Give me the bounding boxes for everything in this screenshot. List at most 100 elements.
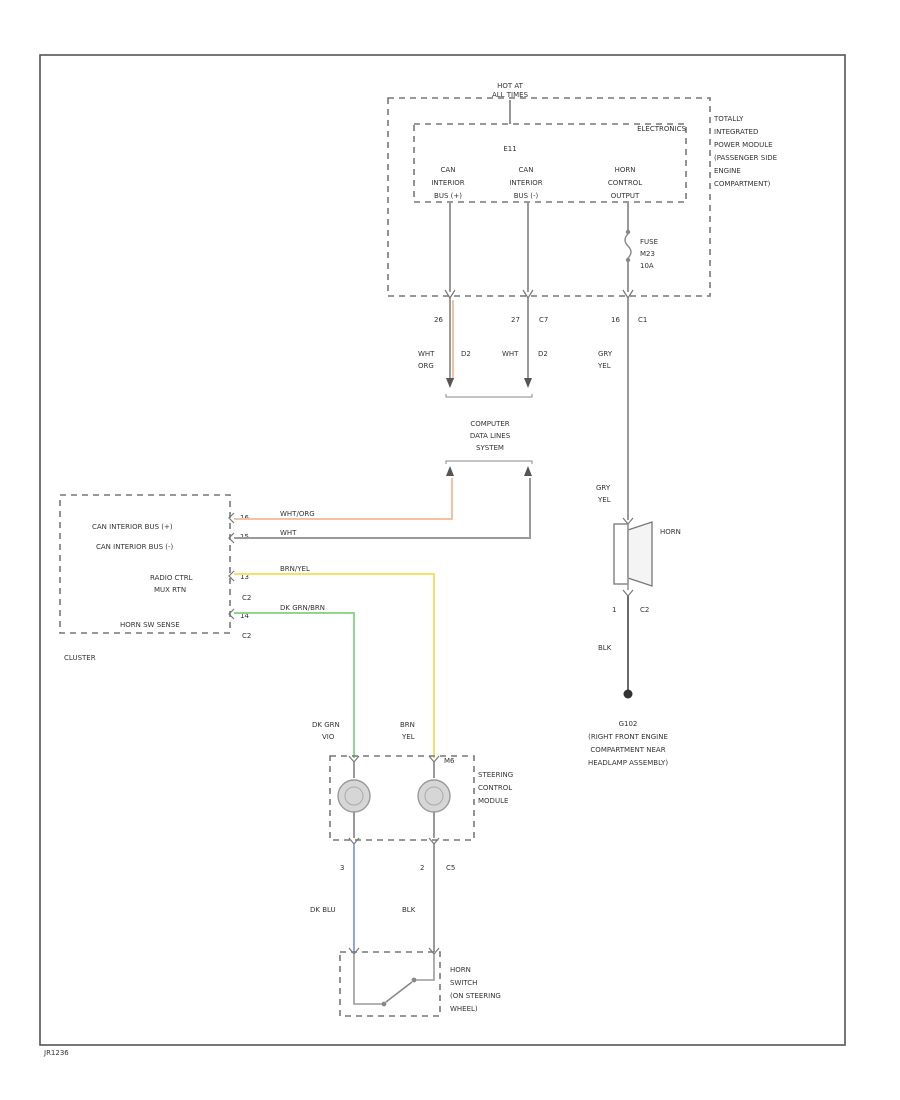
can-plus-internal-2: INTERIOR <box>431 179 464 187</box>
hs-blade <box>385 981 413 1003</box>
can-minus-internal-3: BUS (-) <box>514 192 539 200</box>
sc-m6: M6 <box>444 757 455 765</box>
hs-contact-left <box>381 1001 387 1007</box>
cluster-box <box>59 494 231 634</box>
data-arrow-down-right <box>524 378 532 388</box>
cluster-can-plus: CAN INTERIOR BUS (+) <box>92 523 173 531</box>
wire-label-wht-org: WHT/ORG <box>280 510 315 518</box>
cluster-radio-1: RADIO CTRL <box>150 574 193 582</box>
can-minus-internal-2: INTERIOR <box>509 179 542 187</box>
horn-gry-yel-2: YEL <box>597 496 611 504</box>
sc-pin-left-bottom <box>348 837 360 845</box>
cluster-pin-13: 13 <box>240 573 249 581</box>
pin-27-label: 27 <box>511 316 520 324</box>
horn-ctrl-1: HORN <box>615 166 636 174</box>
computer-label-2: DATA LINES <box>470 432 511 440</box>
computer-label-3: SYSTEM <box>476 444 504 452</box>
diagram-frame <box>39 54 846 1046</box>
cluster-c2b: C2 <box>242 632 251 640</box>
horn-c2: C2 <box>640 606 649 614</box>
sc-brn-yel-2: YEL <box>401 733 415 741</box>
pin-16-label: 16 <box>611 316 620 324</box>
pin-26-label: 26 <box>434 316 443 324</box>
computer-label-1: COMPUTER <box>470 420 509 428</box>
tipm-name-4: (PASSENGER SIDE <box>714 154 777 162</box>
horn-pin-1: 1 <box>612 606 616 614</box>
steering-module-box <box>329 755 475 841</box>
horn-gry-yel-1: GRY <box>596 484 611 492</box>
sc-switch-left-inner <box>344 786 364 806</box>
sc-switch-right <box>417 779 451 813</box>
hs-name-2: SWITCH <box>450 979 477 987</box>
hot-label: HOT AT <box>497 82 524 90</box>
wire-dk-grn-brn <box>234 612 355 758</box>
wht-label: WHT <box>502 350 519 358</box>
wire-brn-yel <box>234 573 435 758</box>
gry-yel-label-2: YEL <box>597 362 611 370</box>
d2b-label: D2 <box>538 350 548 358</box>
cluster-connector-1 <box>228 512 235 524</box>
fuse-terminal-top <box>625 229 631 235</box>
ground-label-2: (RIGHT FRONT ENGINE <box>588 733 668 741</box>
sc-dk-grn-2: VIO <box>322 733 335 741</box>
cluster-radio-2: MUX RTN <box>154 586 186 594</box>
ground-label-4: HEADLAMP ASSEMBLY) <box>588 759 668 767</box>
cluster-pin-14: 14 <box>240 612 249 620</box>
hs-name-3: (ON STEERING <box>450 992 501 1000</box>
hs-right-wire <box>416 954 435 981</box>
cluster-label: CLUSTER <box>64 654 96 662</box>
fuse-label-2: M23 <box>640 250 655 258</box>
sc-brn-yel-1: BRN <box>400 721 415 729</box>
dk-blu-label: DK BLU <box>310 906 336 914</box>
fuse-symbol <box>624 233 632 259</box>
sc-pin-2: 2 <box>420 864 424 872</box>
tipm-name-2: INTEGRATED <box>714 128 758 136</box>
fuse-terminal-bottom <box>625 257 631 263</box>
wht-org-label-1: WHT <box>418 350 435 358</box>
wire-label-wht: WHT <box>280 529 297 537</box>
can-plus-internal-3: BUS (+) <box>434 192 462 200</box>
horn-label: HORN <box>660 528 681 536</box>
tipm-name-3: POWER MODULE <box>714 141 773 149</box>
tipm-box <box>387 97 711 297</box>
tipm-name-1: TOTALLY <box>713 115 744 123</box>
horn-body <box>613 523 629 585</box>
data-bracket <box>445 394 533 398</box>
cluster-connector-4 <box>228 608 235 620</box>
sc-name-3: MODULE <box>478 797 508 805</box>
wht-org-label-2: ORG <box>418 362 434 370</box>
sc-name-1: STEERING <box>478 771 513 779</box>
horn-blk-label: BLK <box>598 644 612 652</box>
wire-wht-org-cluster <box>234 478 453 520</box>
blk-label: BLK <box>402 906 416 914</box>
d2-label: D2 <box>461 350 471 358</box>
horn-switch-box <box>339 951 441 1017</box>
wire-label-dk-grn-brn: DK GRN/BRN <box>280 604 325 612</box>
c7-label: C7 <box>539 316 548 324</box>
ground-point <box>623 689 633 699</box>
hs-name-4: WHEEL) <box>450 1005 478 1013</box>
sc-pin-3: 3 <box>340 864 344 872</box>
horn-ctrl-2: CONTROL <box>608 179 642 187</box>
cluster-horn-sense: HORN SW SENSE <box>120 621 180 629</box>
tipm-name-5: ENGINE <box>714 167 741 175</box>
sc-pin-right-bottom <box>428 837 440 845</box>
hs-contact-right <box>411 977 417 983</box>
horn-pin-bottom <box>622 589 634 597</box>
electronics-label: ELECTRONICS <box>637 125 686 133</box>
wire-wht-cluster <box>234 478 531 539</box>
ground-label-3: COMPARTMENT NEAR <box>590 746 665 754</box>
hot-label-2: ALL TIMES <box>492 91 529 99</box>
ground-label-1: G102 <box>619 720 638 728</box>
cluster-can-minus: CAN INTERIOR BUS (-) <box>96 543 174 551</box>
horn-bell <box>627 521 653 587</box>
fuse-label-1: FUSE <box>640 238 658 246</box>
sc-c5: C5 <box>446 864 455 872</box>
can-minus-internal-1: CAN <box>519 166 534 174</box>
hs-name-1: HORN <box>450 966 471 974</box>
cluster-c2: C2 <box>242 594 251 602</box>
sc-switch-left <box>337 779 371 813</box>
fuse-label-3: 10A <box>640 262 654 270</box>
cluster-connector-3 <box>228 570 235 582</box>
data-bracket-bottom <box>445 460 533 464</box>
